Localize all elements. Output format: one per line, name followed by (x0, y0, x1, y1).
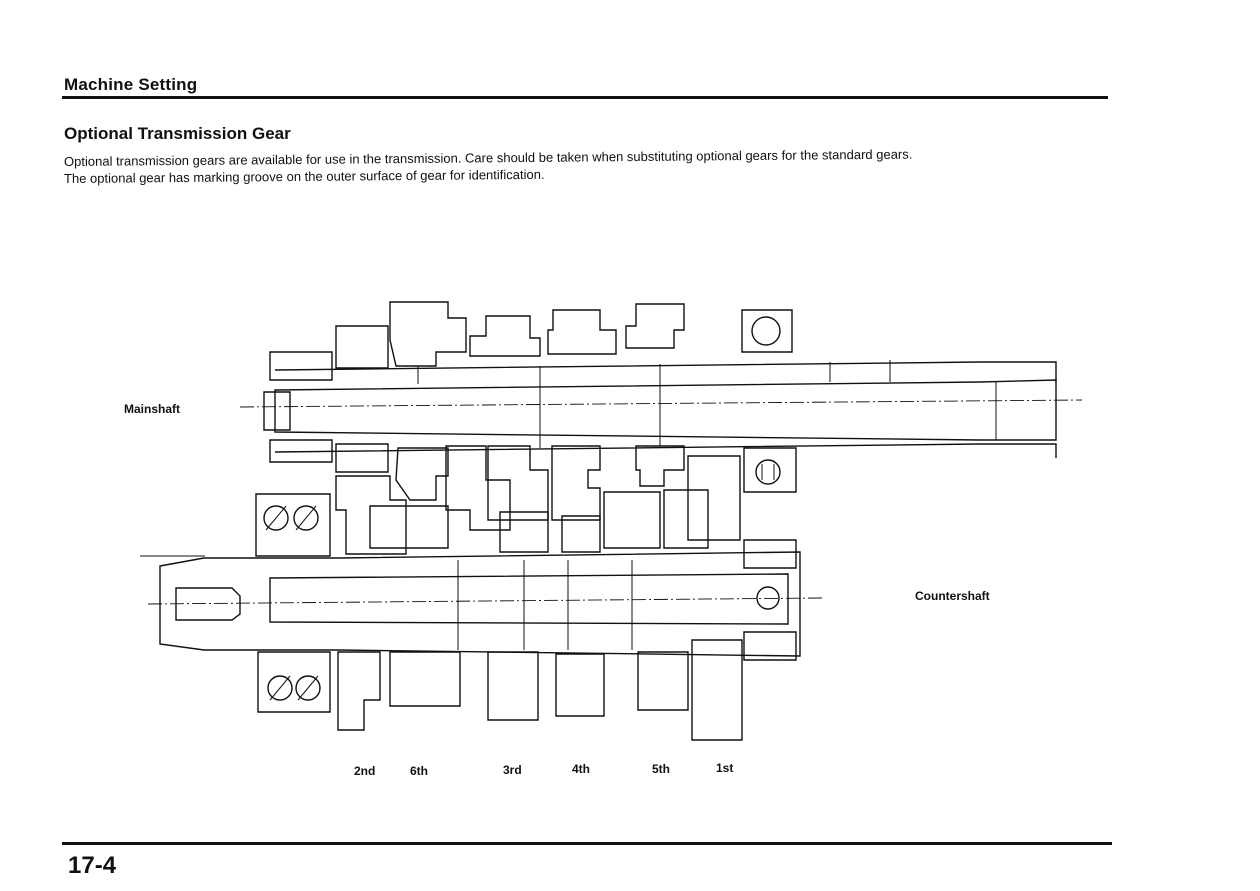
header-rule (62, 96, 1108, 99)
gear-label: 5th (652, 762, 670, 776)
mainshaft-label: Mainshaft (124, 402, 181, 416)
mainshaft-centerline (239, 399, 1083, 408)
gear-label: 6th (410, 764, 428, 778)
gear-label: 3rd (503, 763, 522, 777)
gear-label: 2nd (354, 764, 376, 778)
gear-label: 4th (572, 762, 590, 776)
mainshaft-gears-top (335, 301, 793, 369)
countershaft-gears-upper (335, 475, 797, 569)
page-number: 17-4 (68, 852, 117, 879)
mainshaft-gears-bottom (335, 443, 797, 541)
mainshaft (263, 351, 1057, 463)
countershaft (159, 551, 801, 657)
left-bearings (255, 493, 331, 713)
section-header: Machine Setting (64, 75, 198, 94)
countershaft-gears-lower (337, 631, 797, 741)
footer-rule (62, 842, 1112, 845)
gear-label: 1st (716, 761, 734, 775)
countershaft-label: Countershaft (915, 589, 990, 603)
page-title: Optional Transmission Gear (64, 124, 291, 143)
countershaft-centerline (147, 597, 823, 605)
